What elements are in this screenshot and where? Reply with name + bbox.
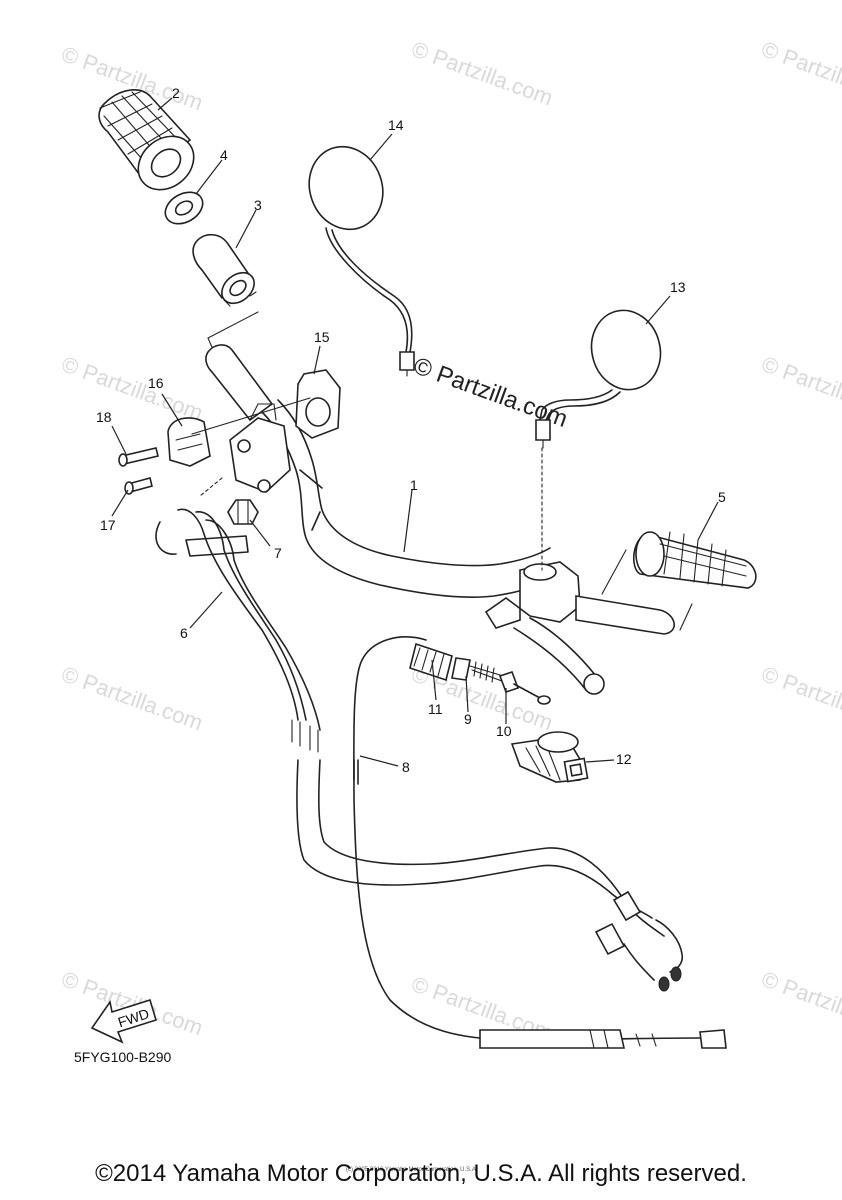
right-grip-leader bbox=[601, 549, 693, 631]
part-label-15[interactable]: 15 bbox=[314, 329, 330, 345]
left-mirror[interactable] bbox=[298, 136, 415, 377]
screw-17[interactable] bbox=[124, 477, 153, 495]
part-label-9[interactable]: 9 bbox=[464, 711, 472, 727]
watermark: © Partzilla.com bbox=[58, 966, 206, 1040]
handlebar[interactable] bbox=[205, 344, 553, 599]
right-mirror[interactable] bbox=[535, 303, 669, 449]
diagram-code: 5FYG100-B290 bbox=[74, 1049, 171, 1065]
part-label-1[interactable]: 1 bbox=[410, 477, 418, 493]
part-label-17[interactable]: 17 bbox=[100, 517, 116, 533]
part-label-8[interactable]: 8 bbox=[402, 759, 410, 775]
right-bar-end[interactable] bbox=[575, 595, 675, 635]
housing-leader bbox=[191, 397, 311, 435]
cable-clamp[interactable] bbox=[227, 499, 259, 525]
watermark: © Partzilla.com bbox=[758, 351, 842, 425]
lever-holder[interactable] bbox=[484, 561, 605, 695]
screw-18[interactable] bbox=[118, 447, 159, 467]
part-label-18[interactable]: 18 bbox=[96, 409, 112, 425]
part-label-3[interactable]: 3 bbox=[254, 197, 262, 213]
part-label-13[interactable]: 13 bbox=[670, 279, 686, 295]
fwd-arrow: FWD bbox=[90, 998, 157, 1044]
part-label-6[interactable]: 6 bbox=[180, 625, 188, 641]
watermark: © Partzilla.com bbox=[408, 36, 556, 110]
part-labels: 2 4 3 14 13 15 16 18 17 1 5 7 6 11 9 10 … bbox=[96, 85, 726, 775]
throttle-grip[interactable] bbox=[192, 233, 260, 310]
washer[interactable] bbox=[160, 186, 209, 230]
watermark: © Partzilla.com bbox=[758, 966, 842, 1040]
left-grip[interactable] bbox=[98, 89, 204, 201]
bracket-leader bbox=[199, 477, 223, 497]
switch-housing[interactable] bbox=[295, 369, 341, 439]
part-label-14[interactable]: 14 bbox=[388, 117, 404, 133]
part-label-16[interactable]: 16 bbox=[148, 375, 164, 391]
part-label-5[interactable]: 5 bbox=[718, 489, 726, 505]
part-label-10[interactable]: 10 bbox=[496, 723, 512, 739]
lever-boot[interactable] bbox=[510, 731, 589, 783]
cable-adjuster[interactable] bbox=[409, 642, 551, 705]
left-bracket[interactable] bbox=[229, 403, 291, 493]
part-label-2[interactable]: 2 bbox=[172, 85, 180, 101]
clutch-cable[interactable] bbox=[353, 636, 727, 1049]
throttle-cables[interactable] bbox=[155, 508, 684, 992]
part-label-11[interactable]: 11 bbox=[428, 701, 443, 717]
callouts bbox=[111, 97, 719, 767]
watermark: © Partzilla.com bbox=[758, 661, 842, 735]
watermark-layer: © Partzilla.com © Partzilla.com © Partzi… bbox=[58, 36, 842, 1045]
copyright-footer: ©2014 Yamaha Motor Corporation, U.S.A. A… bbox=[95, 1160, 747, 1187]
switch-housing-lower[interactable] bbox=[167, 417, 211, 467]
part-label-12[interactable]: 12 bbox=[616, 751, 632, 767]
small-notice: (c) 2005-2016 Yamaha Motor Corporation, … bbox=[346, 1167, 478, 1173]
watermark: © Partzilla.com bbox=[58, 351, 206, 425]
part-label-7[interactable]: 7 bbox=[274, 545, 282, 561]
watermark: © Partzilla.com bbox=[58, 661, 206, 735]
right-grip[interactable] bbox=[633, 531, 757, 589]
watermark: © Partzilla.com bbox=[758, 36, 842, 110]
part-label-4[interactable]: 4 bbox=[220, 147, 228, 163]
